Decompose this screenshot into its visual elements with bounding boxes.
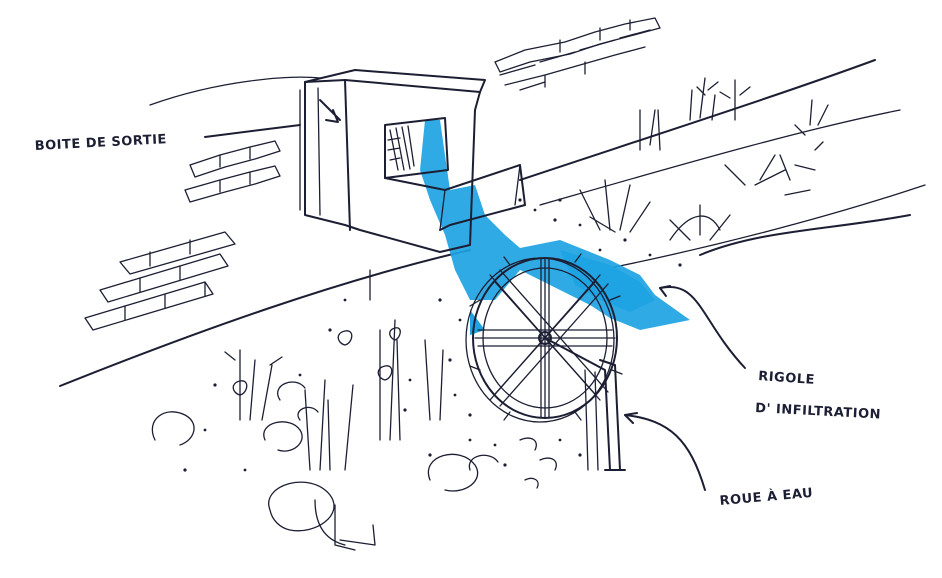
brick-wall-left xyxy=(85,232,235,330)
brick-wall-middle xyxy=(185,141,280,202)
label-infiltration-line2: D' INFILTRATION xyxy=(755,401,882,423)
rocks xyxy=(152,382,498,550)
vegetation xyxy=(225,78,828,488)
brick-wall-top xyxy=(495,18,660,90)
leader-lines xyxy=(205,125,910,490)
outlet-box-leader xyxy=(205,125,300,137)
water-channel xyxy=(420,120,690,335)
label-outlet-box: BOITE DE SORTIE xyxy=(34,132,167,154)
water-wheel-leader xyxy=(625,415,705,490)
label-water-wheel: ROUE À EAU xyxy=(719,485,814,509)
infiltration-leader xyxy=(660,287,745,368)
label-infiltration-line1: RIGOLE xyxy=(758,369,816,388)
water-wheel xyxy=(466,254,625,470)
